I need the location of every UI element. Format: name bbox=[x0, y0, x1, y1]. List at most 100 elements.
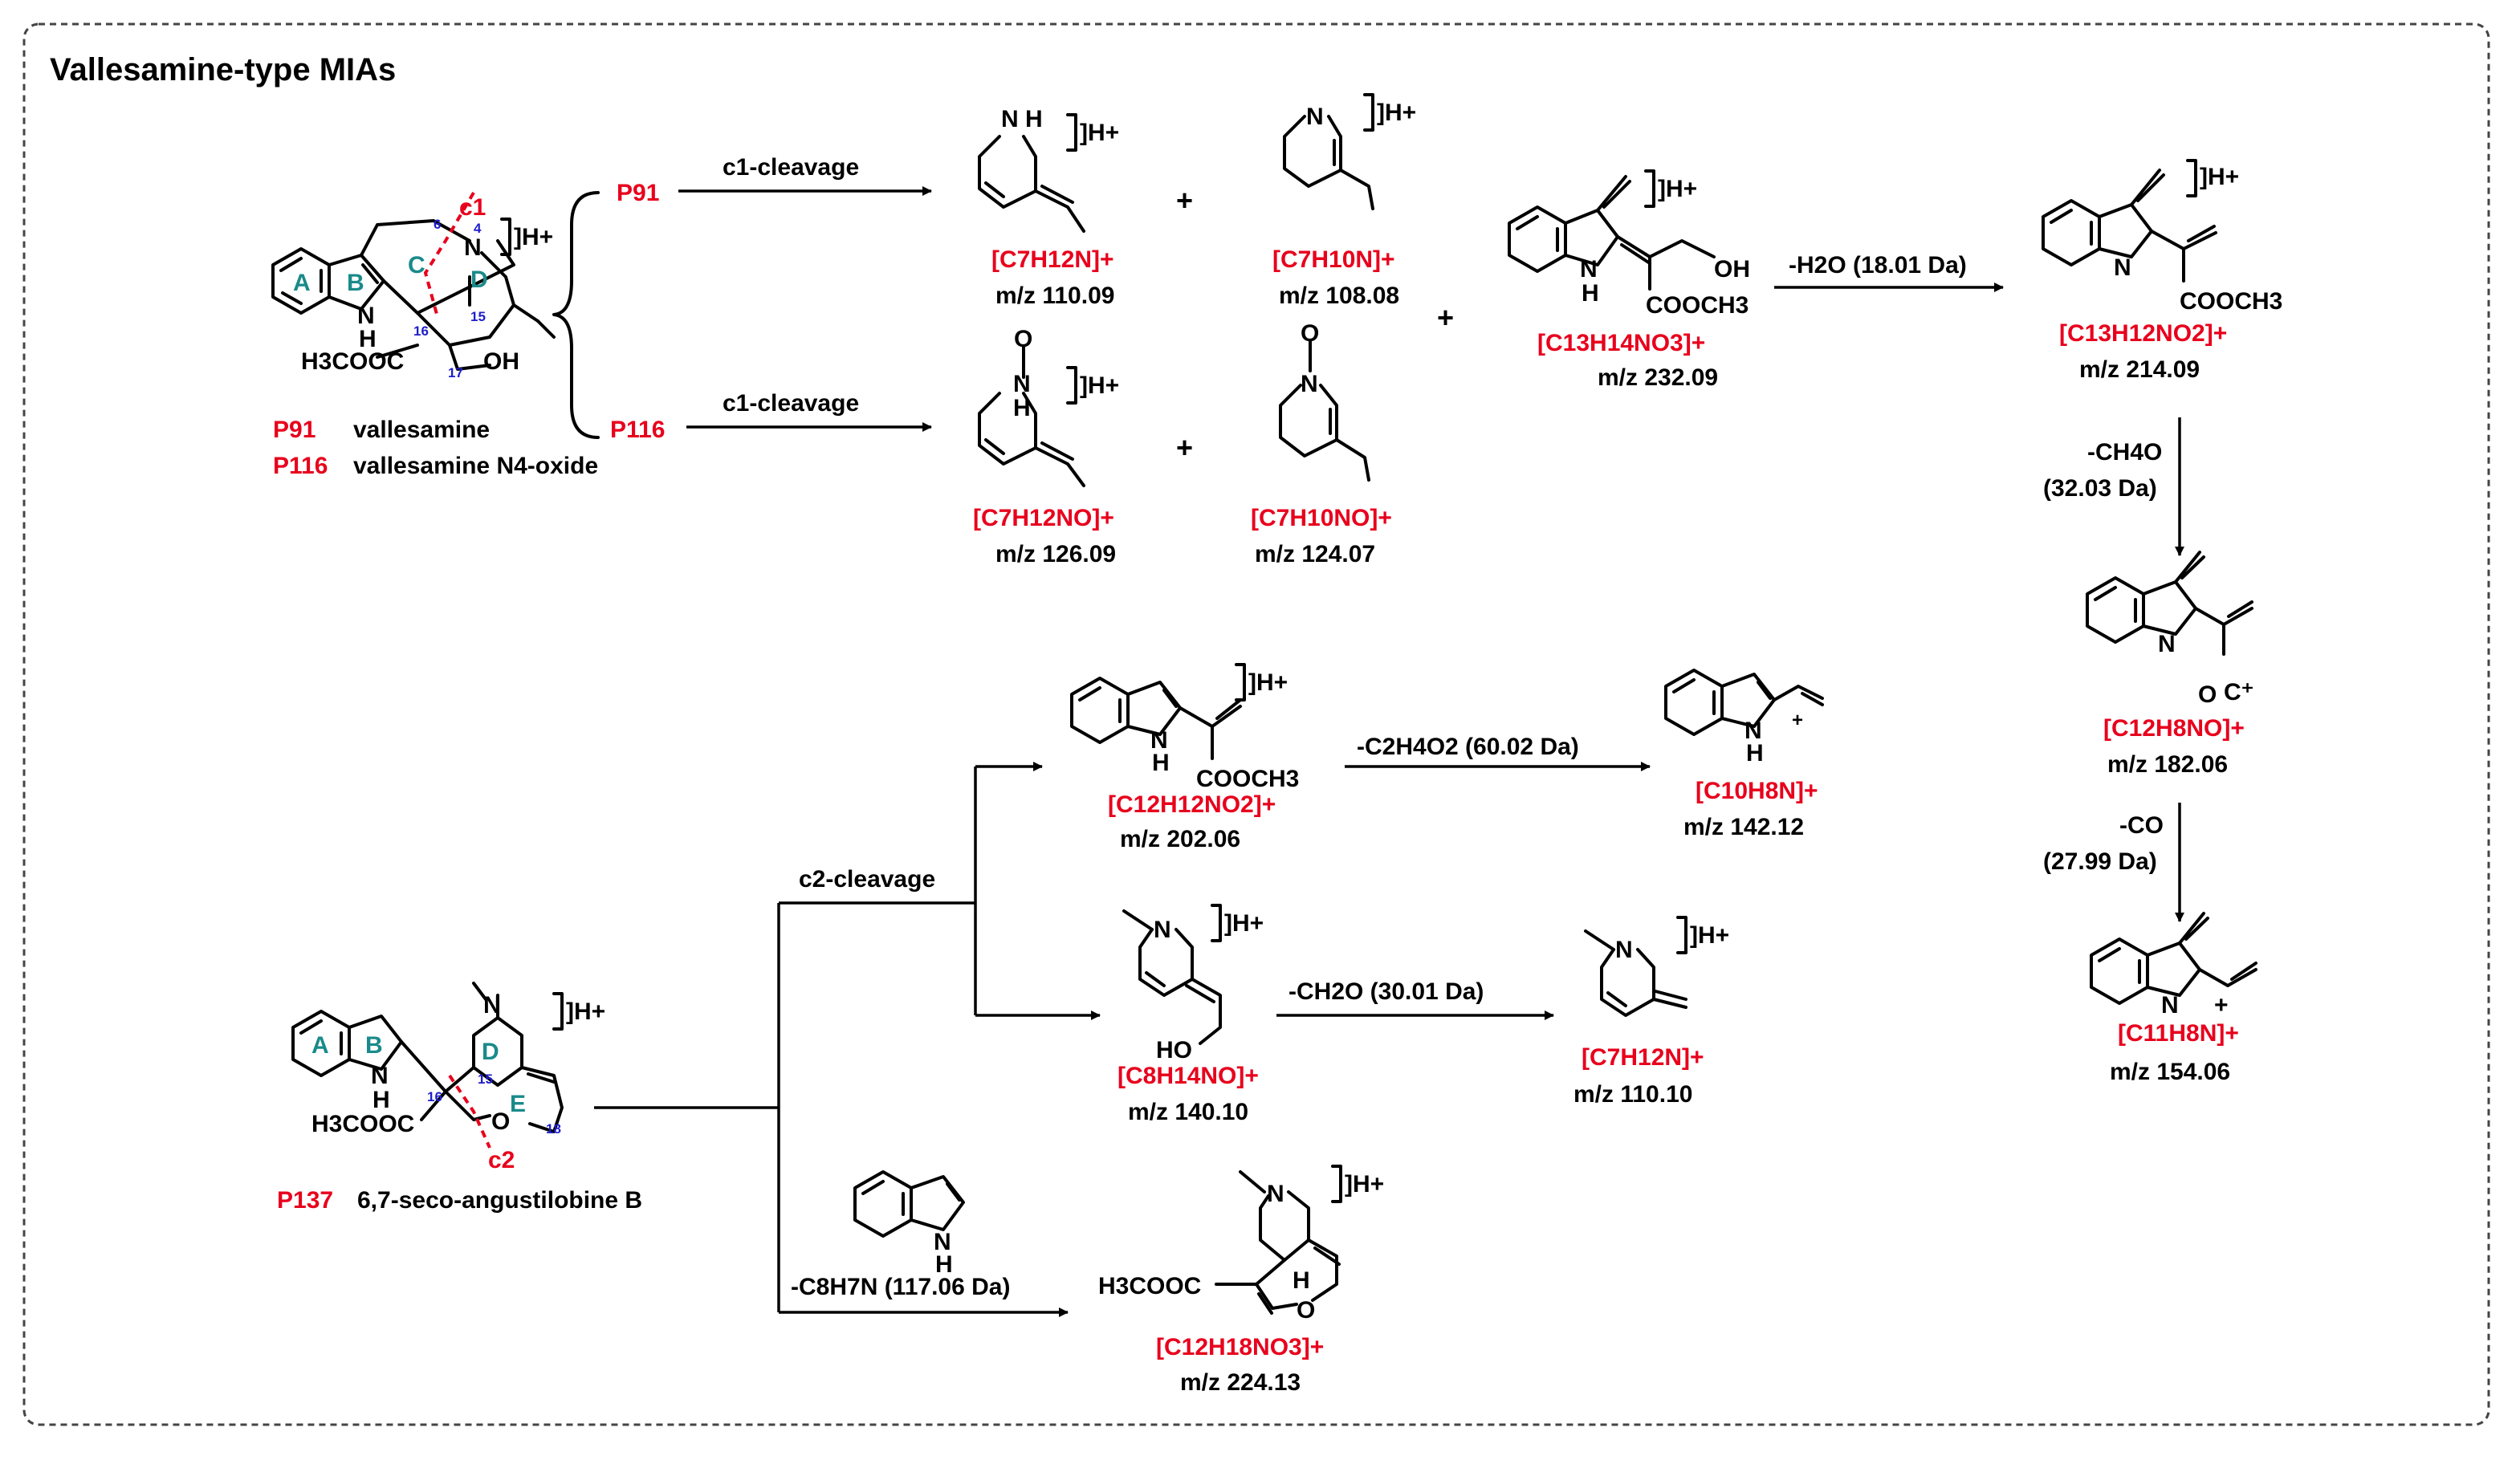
num-16-p137: 16 bbox=[427, 1089, 442, 1104]
step-ch4o-a: -CH4O bbox=[2087, 439, 2162, 466]
cation-142: + bbox=[1792, 710, 1803, 731]
ion-mz-124-07: m/z 124.07 bbox=[1255, 541, 1375, 567]
atom-h-232: H bbox=[1582, 280, 1599, 307]
ion-mz-108-08: m/z 108.08 bbox=[1279, 283, 1399, 309]
ion-formula-126-09: [C7H12NO]+ bbox=[973, 505, 1114, 531]
protonation-108-08: ]H+ bbox=[1377, 100, 1416, 126]
atom-n-182: N bbox=[2158, 631, 2176, 657]
ion-formula-182-06: [C12H8NO]+ bbox=[2103, 715, 2245, 742]
indole-neutral: N H bbox=[853, 1170, 965, 1278]
protonation-p91: ]H+ bbox=[514, 224, 553, 250]
ion-mz-182-06: m/z 182.06 bbox=[2107, 751, 2228, 778]
cooch3-202: COOCH3 bbox=[1196, 766, 1299, 792]
oxygen-224: O bbox=[1297, 1297, 1315, 1324]
atom-n-110-10: N bbox=[1615, 937, 1633, 963]
ion-formula-142-12: [C10H8N]+ bbox=[1696, 778, 1818, 804]
protonation-110-10: ]H+ bbox=[1690, 922, 1729, 949]
h3cooc-p137: H3COOC bbox=[311, 1111, 414, 1137]
nh-hydrogen: H bbox=[359, 326, 377, 352]
p116-code: P116 bbox=[273, 453, 328, 479]
cooch3-214: COOCH3 bbox=[2180, 288, 2282, 315]
branch-p91: P91 bbox=[617, 180, 659, 206]
ion-mz-154-06: m/z 154.06 bbox=[2110, 1059, 2230, 1085]
cleavage-c2-label: c2 bbox=[488, 1147, 515, 1173]
cooch3-232: COOCH3 bbox=[1646, 292, 1749, 319]
ion-structure-142-12: N H + bbox=[1664, 669, 1824, 767]
atom-n-110: N bbox=[1001, 106, 1019, 132]
ring-label-e-p137: E bbox=[510, 1091, 526, 1117]
step-co-a: -CO bbox=[2119, 812, 2164, 839]
indole-h: H bbox=[935, 1251, 953, 1278]
ring-label-b-p137: B bbox=[365, 1032, 383, 1059]
ion-mz-110-10: m/z 110.10 bbox=[1573, 1081, 1692, 1108]
h3cooc-group: H3COOC bbox=[301, 348, 404, 375]
step-c1-p91: c1-cleavage bbox=[723, 154, 859, 181]
num-15: 15 bbox=[470, 309, 486, 324]
atom-n-140: N bbox=[1154, 917, 1171, 943]
ring-label-d-p137: D bbox=[482, 1039, 499, 1065]
protonation-p137: ]H+ bbox=[566, 998, 605, 1025]
protonation-110-09: ]H+ bbox=[1080, 120, 1119, 146]
p116-name: vallesamine N4-oxide bbox=[353, 453, 598, 479]
ion-structure-110-09: N H ]H+ bbox=[978, 106, 1119, 233]
ion-mz-142-12: m/z 142.12 bbox=[1683, 814, 1804, 840]
atom-n-108: N bbox=[1306, 104, 1324, 130]
atom-n-142: N bbox=[1744, 718, 1762, 744]
step-c2h4o2: -C2H4O2 (60.02 Da) bbox=[1357, 734, 1579, 760]
oxygen-124: O bbox=[1301, 320, 1319, 347]
cleavage-c1-label: c1 bbox=[459, 194, 486, 221]
hydrogen-224: H bbox=[1293, 1267, 1310, 1294]
oxygen-126: O bbox=[1014, 326, 1032, 352]
protonation-202-06: ]H+ bbox=[1248, 669, 1288, 696]
acylium-182: C⁺ bbox=[2224, 679, 2254, 706]
step-ch4o-b: (32.03 Da) bbox=[2043, 475, 2157, 502]
protonation-140-10: ]H+ bbox=[1224, 910, 1264, 937]
ion-mz-126-09: m/z 126.09 bbox=[995, 541, 1116, 567]
atom-h-126: H bbox=[1013, 395, 1031, 421]
ion-structure-110-10: ]H+ N bbox=[1584, 916, 1729, 1017]
diagram-title: Vallesamine-type MIAs bbox=[50, 52, 396, 87]
ring-label-a-p137: A bbox=[311, 1032, 329, 1059]
num-17: 17 bbox=[448, 365, 463, 380]
ion-formula-110-10: [C7H12N]+ bbox=[1582, 1044, 1704, 1071]
atom-n-154: N bbox=[2161, 992, 2179, 1019]
ion-structure-202-06: ]H+ N H COOCH3 bbox=[1070, 663, 1299, 792]
atom-n4: N bbox=[464, 234, 482, 261]
ho-140: HO bbox=[1156, 1037, 1192, 1063]
ion-structure-124-07: O N bbox=[1279, 320, 1370, 482]
p137-code: P137 bbox=[277, 1187, 333, 1214]
branch-lines-p137 bbox=[594, 767, 977, 1312]
atom-h-202: H bbox=[1152, 750, 1170, 776]
ion-structure-108-08: N ]H+ bbox=[1283, 93, 1416, 210]
ion-structure-232-09: ]H+ N H OH COOCH3 bbox=[1508, 169, 1750, 319]
ion-formula-140-10: [C8H14NO]+ bbox=[1118, 1063, 1259, 1089]
ion-mz-202-06: m/z 202.06 bbox=[1120, 826, 1240, 852]
num-16: 16 bbox=[413, 323, 429, 339]
oh-group: OH bbox=[483, 348, 519, 375]
num-4: 4 bbox=[474, 221, 482, 236]
ion-structure-154-06: N + bbox=[2090, 912, 2257, 1019]
ion-formula-108-08: [C7H10N]+ bbox=[1272, 246, 1395, 273]
num-18-p137: 18 bbox=[546, 1121, 561, 1137]
ion-formula-154-06: [C11H8N]+ bbox=[2118, 1020, 2239, 1047]
oh-232: OH bbox=[1714, 256, 1750, 283]
ion-structure-140-10: ]H+ N HO bbox=[1122, 904, 1264, 1063]
plus-sign-2: + bbox=[1437, 301, 1454, 334]
p137-name: 6,7-seco-angustilobine B bbox=[357, 1187, 642, 1214]
num-15-p137: 15 bbox=[478, 1072, 493, 1087]
atom-n-202: N bbox=[1150, 727, 1168, 754]
angustilobine-structure: ]H+ N N H O A B D E 16 15 18 H3COOC c2 bbox=[291, 982, 605, 1173]
atom-n-214: N bbox=[2114, 254, 2131, 281]
nh-p137: N bbox=[371, 1063, 389, 1089]
ion-formula-202-06: [C12H12NO2]+ bbox=[1108, 791, 1276, 818]
atom-n-126: N bbox=[1013, 371, 1031, 397]
atom-h-142: H bbox=[1746, 740, 1764, 767]
oxygen-182: O bbox=[2198, 681, 2217, 708]
step-ch2o: -CH2O (30.01 Da) bbox=[1288, 978, 1484, 1005]
protonation-126-09: ]H+ bbox=[1080, 372, 1119, 399]
step-co-b: (27.99 Da) bbox=[2043, 848, 2157, 875]
indole-n: N bbox=[934, 1229, 951, 1255]
ion-mz-224-13: m/z 224.13 bbox=[1180, 1369, 1301, 1396]
nh-atom: N bbox=[357, 303, 375, 329]
p91-name: vallesamine bbox=[353, 417, 490, 443]
